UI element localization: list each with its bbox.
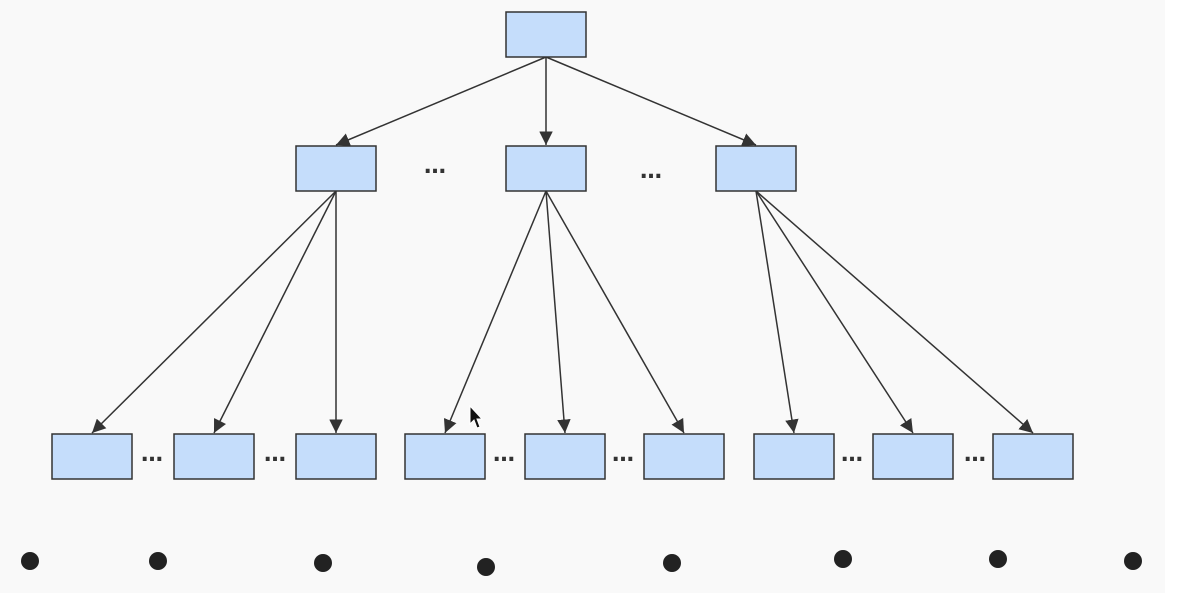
node-l8: [872, 433, 954, 480]
ellipsis-marker: …: [640, 159, 662, 184]
node-m3: [715, 145, 797, 192]
ellipsis-marker: …: [424, 154, 446, 179]
ellipsis-marker: …: [264, 442, 286, 467]
bottom-dot: [21, 552, 39, 570]
node-l7: [753, 433, 835, 480]
ellipsis-marker: …: [964, 442, 986, 467]
node-l2: [173, 433, 255, 480]
bottom-dots-layer: [21, 550, 1142, 576]
node-l5: [524, 433, 606, 480]
node-m1: [295, 145, 377, 192]
bottom-dot: [989, 550, 1007, 568]
ellipsis-marker: …: [493, 442, 515, 467]
node-l3: [295, 433, 377, 480]
bottom-dot: [149, 552, 167, 570]
edge-m1-l2: [213, 190, 337, 434]
bottom-dot: [314, 554, 332, 572]
node-l4: [404, 433, 486, 480]
node-root: [505, 11, 587, 58]
edge-m1-l1: [91, 190, 337, 434]
edge-root-m3: [545, 56, 757, 147]
nodes-layer: [51, 11, 1074, 480]
edges-layer: [91, 56, 1034, 434]
ellipsis-marker: …: [612, 442, 634, 467]
bottom-dot: [663, 554, 681, 572]
mouse-cursor-icon: [469, 404, 484, 429]
edge-m2-l6: [545, 190, 685, 434]
edge-m3-l7: [755, 190, 799, 434]
edge-m3-l8: [755, 190, 914, 434]
ellipsis-marker: …: [841, 442, 863, 467]
ellipsis-layer: … … … … … … … …: [141, 154, 986, 467]
node-m2: [505, 145, 587, 192]
node-l9: [992, 433, 1074, 480]
node-l1: [51, 433, 133, 480]
edge-m2-l4: [443, 190, 547, 434]
edge-m3-l9: [755, 190, 1034, 434]
bottom-dot: [477, 558, 495, 576]
ellipsis-marker: …: [141, 442, 163, 467]
edge-m2-l5: [545, 190, 571, 434]
bottom-dot: [834, 550, 852, 568]
edge-root-m1: [335, 56, 547, 147]
bottom-dot: [1124, 552, 1142, 570]
node-l6: [643, 433, 725, 480]
